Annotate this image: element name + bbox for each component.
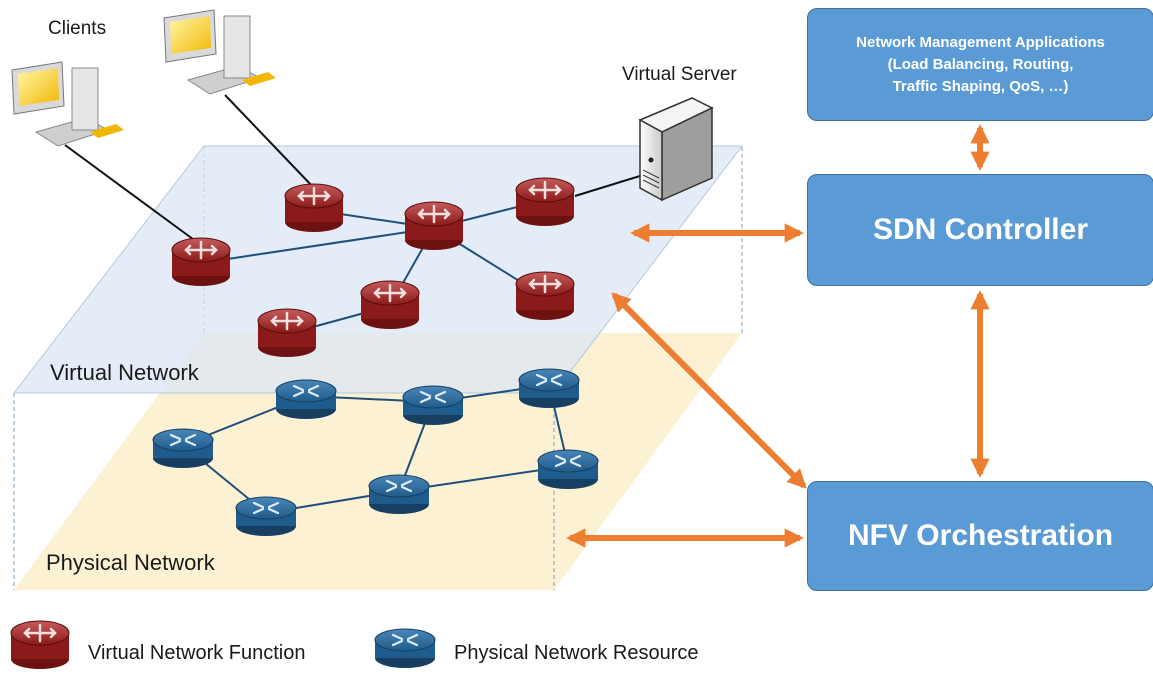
virtual-nfv-arrow [611,292,807,489]
physical-router-icon [517,367,581,410]
physical-network-label: Physical Network [46,550,215,575]
sdn-controller-box: SDN Controller [807,174,1153,286]
desktop-computer-icon [163,9,276,95]
applications-line-3: Traffic Shaping, QoS, …) [892,77,1069,95]
physical-router-icon [234,495,298,538]
nfv-orchestration-label: NFV Orchestration [847,519,1114,552]
virtual-router-icon [514,270,576,322]
nfv-orchestration-box: NFV Orchestration [807,481,1153,591]
clients-label: Clients [48,18,107,39]
virtual-router-icon [283,182,345,234]
virtual-router-icon [403,200,465,252]
legend-virtual-router-icon [9,619,71,671]
virtual-router-icon [170,236,232,288]
virtual-router-icon [359,279,421,331]
physical-router-icon [274,378,338,421]
virtual-router-icon [514,176,576,228]
applications-line-2: (Load Balancing, Routing, [887,55,1074,73]
virtual-router-icon [256,307,318,359]
physical-router-icon [151,427,215,470]
desktop-computer-icon [11,61,124,147]
virtual-server-label: Virtual Server [622,64,737,85]
legend-physical-router-icon [373,627,437,670]
virtual-network-label: Virtual Network [50,360,199,385]
physical-router-icon [401,384,465,427]
physical-router-icon [367,473,431,516]
control-arrows [566,124,990,548]
legend-physical-network-resource: Physical Network Resource [454,642,699,664]
physical-router-icon [536,448,600,491]
network-management-applications-box: Network Management Applications (Load Ba… [807,8,1153,121]
legend-virtual-network-function: Virtual Network Function [88,642,306,664]
sdn-controller-label: SDN Controller [872,213,1088,246]
server-tower-icon [638,97,714,202]
applications-line-1: Network Management Applications [856,33,1105,51]
